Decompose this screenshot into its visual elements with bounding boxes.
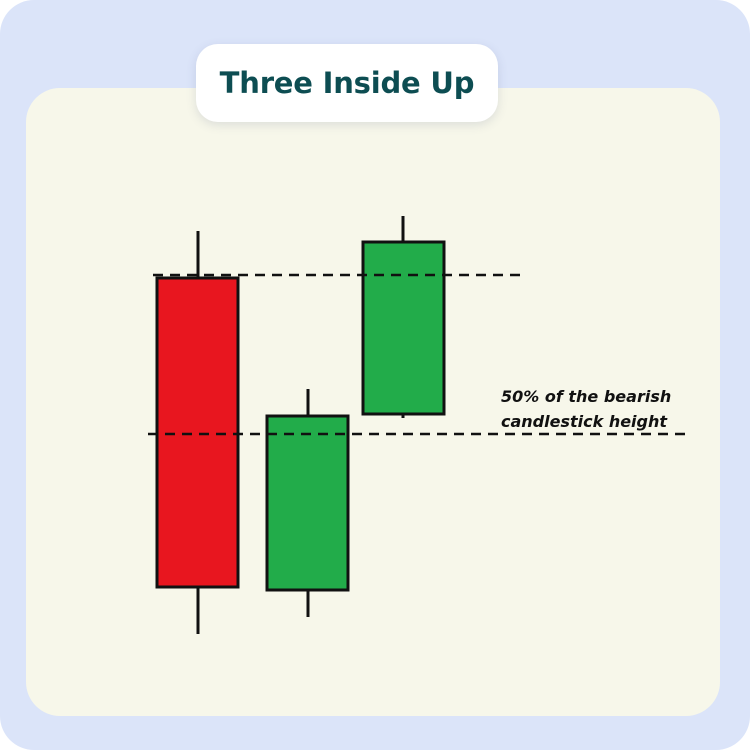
title-card: Three Inside Up — [196, 44, 498, 122]
annotation-line-2: candlestick height — [501, 412, 668, 431]
diagram-title: Three Inside Up — [219, 66, 475, 100]
midpoint-annotation: 50% of the bearish candlestick height — [501, 384, 701, 434]
bearish-body — [155, 276, 240, 589]
bullish-inside-candle — [265, 389, 350, 617]
inside-body — [265, 414, 350, 592]
bearish-candle — [155, 231, 240, 634]
bullish-confirmation-candle — [361, 216, 446, 418]
confirmation-body — [361, 240, 446, 416]
annotation-line-1: 50% of the bearish — [501, 387, 672, 406]
